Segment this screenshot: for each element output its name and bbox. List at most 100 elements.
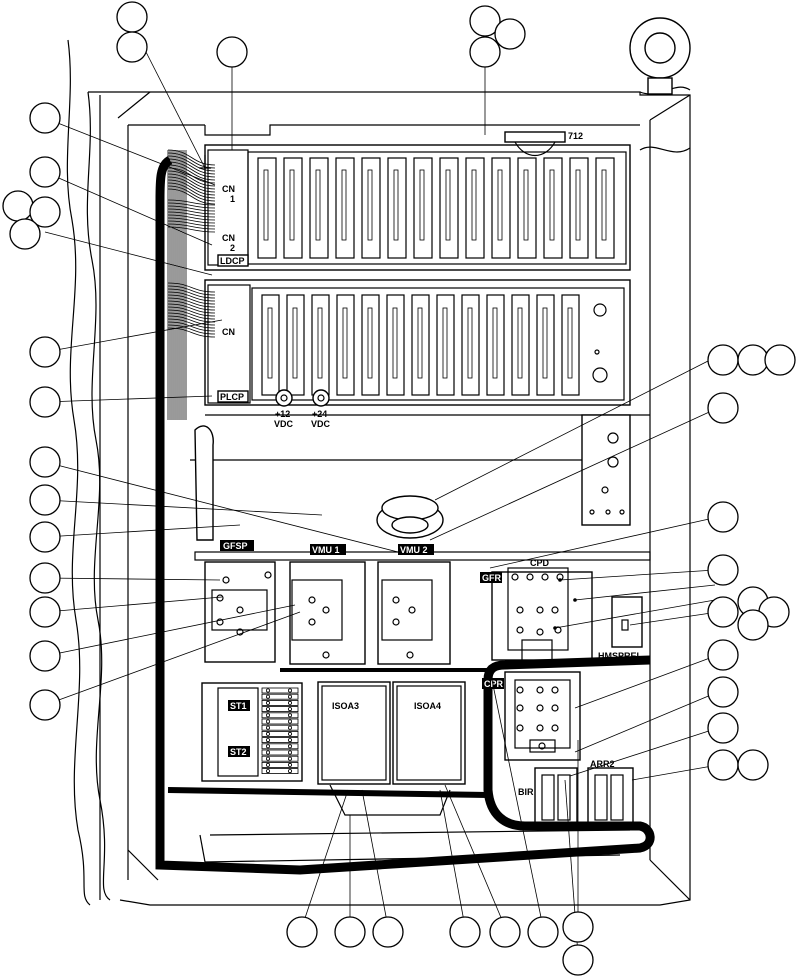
terminal-screw [265,756,270,761]
screw [536,724,544,732]
callout-bubble [29,446,61,478]
callout-bubble [737,749,769,781]
card-slot [261,294,280,396]
callout-bubble [707,344,739,376]
callout-bubble [707,596,739,628]
leader-line [44,395,213,403]
card-slot [361,294,380,396]
wire [167,294,216,305]
screw [392,618,400,626]
label-isoa4: ISOA4 [414,701,441,711]
wire [167,185,216,202]
card-slot [413,157,433,259]
leader-line [569,727,719,777]
wire [167,288,216,299]
leader-line [574,654,719,709]
isoa3-module [317,681,391,785]
terminal-screw [265,750,270,755]
card-slot [335,157,355,259]
card-slot [536,294,555,396]
callout-bubble [29,640,61,672]
callout-bubble [707,501,739,533]
leader-line [574,691,719,753]
callout-bubble [286,916,318,948]
leader-line [631,764,719,781]
screw [308,618,316,626]
callout-bubble [334,916,366,948]
terminal-screw [287,738,292,743]
card-slot [569,157,589,259]
screw [236,606,244,614]
callout-bubble [469,36,501,68]
card-slot-window [367,307,373,379]
wire [167,211,216,218]
card-slot [561,294,580,396]
label-vmu2: VMU 2 [400,545,428,555]
card-slot-window [471,169,477,241]
screw [392,596,400,604]
card-slot [486,294,505,396]
wire [167,205,216,212]
leader-line [301,789,349,928]
callout-bubble [29,386,61,418]
callout-bubble [9,218,41,250]
wire [167,291,216,302]
label-24vdc-a: +24 [312,409,327,419]
wire [167,318,216,329]
terminal [261,755,299,762]
card-slot-window [492,307,498,379]
screw [551,686,559,694]
wire [167,214,216,221]
wire [167,315,216,326]
screw [222,576,230,584]
callout-bubble [29,336,61,368]
terminal [261,718,299,725]
callout-bubble [372,916,404,948]
leader-line [44,604,296,657]
wire [167,324,216,335]
wire [167,176,216,193]
leader-line [559,569,716,581]
wire [167,297,216,308]
card-slot-window [575,169,581,241]
label-12vdc-a: +12 [275,409,290,419]
callout-bubble [707,639,739,671]
arrowhead [573,598,577,602]
label-cpd: CPD [530,558,550,568]
card-slot-window [567,307,573,379]
card-slot [543,157,563,259]
callout-bubble [29,156,61,188]
callout-bubble [2,190,34,222]
callout-bubble [29,562,61,594]
callout-bubble [29,484,61,516]
arr2-relay [587,767,634,829]
callout-bubble [562,944,594,976]
callout-bubble [527,916,559,948]
wire [167,170,216,187]
terminal-screw [287,744,292,749]
card-slot-window [497,169,503,241]
terminal-screw [265,762,270,767]
terminal-screw [265,731,270,736]
terminal-screw [287,694,292,699]
wire-bundles [167,149,216,420]
label-cn1-a: CN [222,184,235,194]
terminal-screw [265,769,270,774]
gfr-plate [480,572,502,583]
terminal-screw [265,725,270,730]
leader-line [44,577,221,581]
callout-leaders [44,42,719,956]
card-slot-window [419,169,425,241]
card-slot-window [341,169,347,241]
terminal-screw [287,731,292,736]
test-point-24vdc [312,389,330,407]
card-slot [286,294,305,396]
card-slot-window [342,307,348,379]
card-slot-window [393,169,399,241]
leader-line [144,49,206,169]
wire [167,173,216,190]
ldcp-plate [217,254,249,267]
leader-line [44,319,223,353]
card-slot [283,157,303,259]
terminal-screw [287,756,292,761]
